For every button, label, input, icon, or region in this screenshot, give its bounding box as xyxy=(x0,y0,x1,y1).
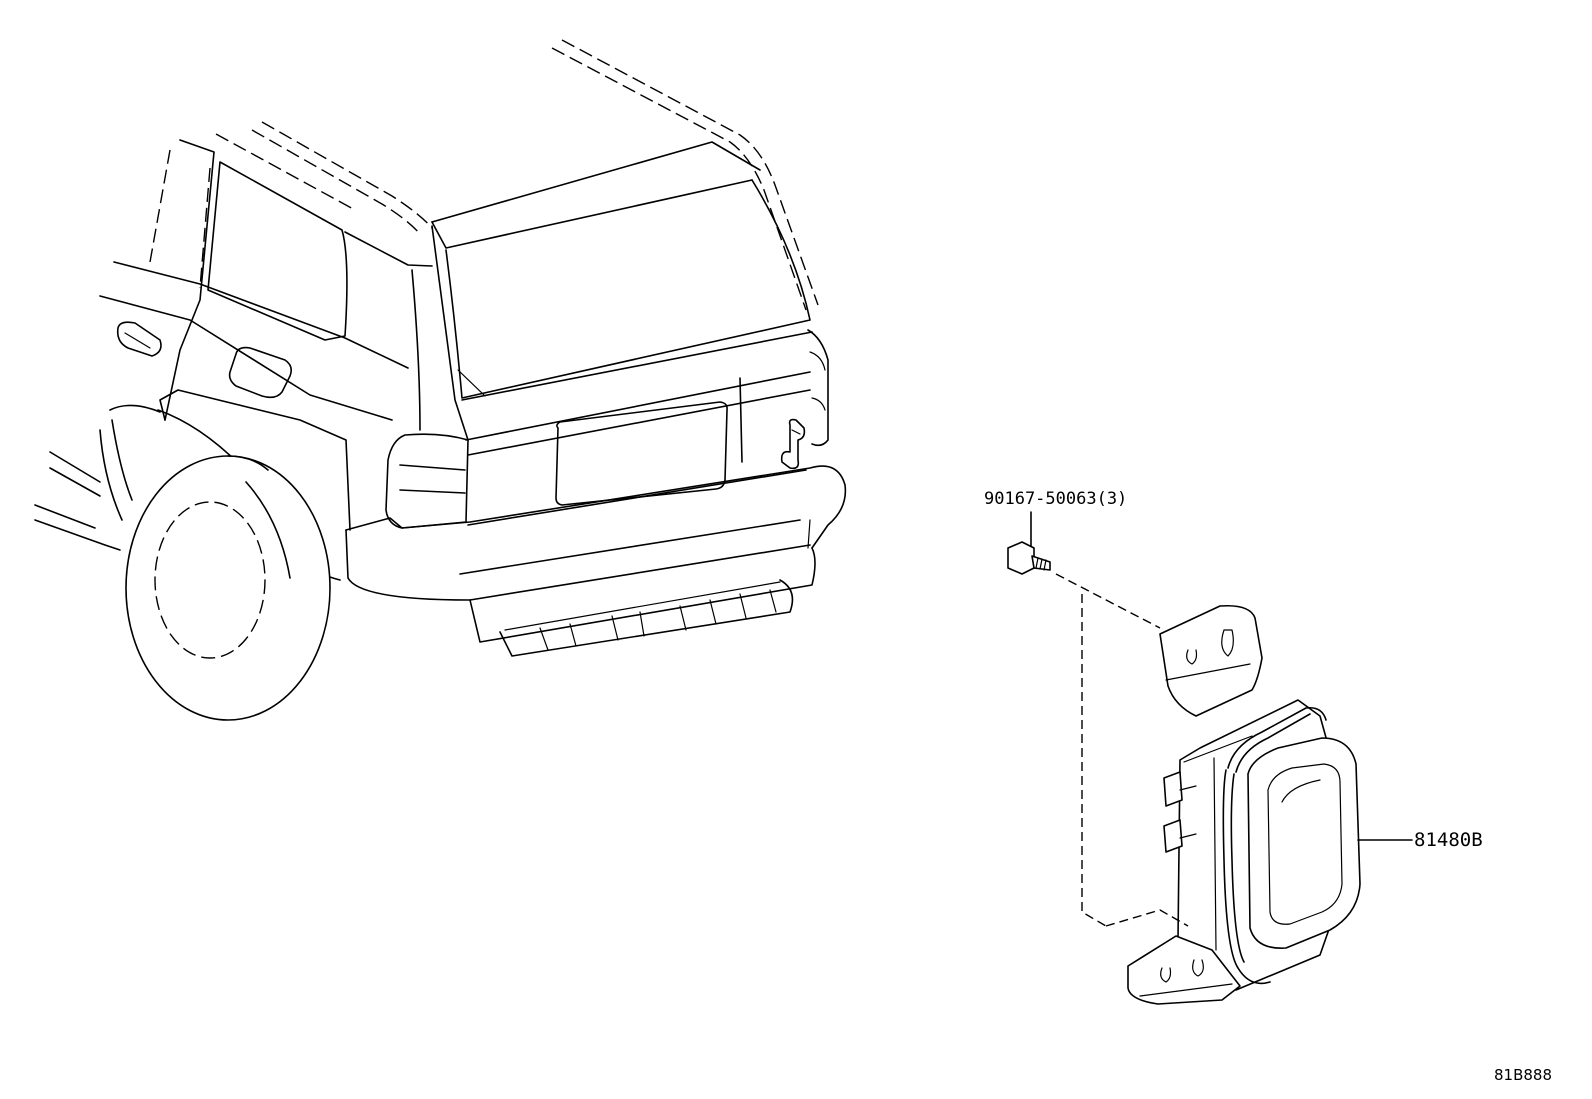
sensor-part xyxy=(1105,604,1413,1005)
part-number-label-bolt: 90167-50063(3) xyxy=(984,489,1128,509)
vehicle-illustration xyxy=(34,39,847,721)
part-number-label-sensor: 81480B xyxy=(1414,829,1483,851)
figure-code: 81B888 xyxy=(1494,1066,1553,1084)
bolt-part xyxy=(1007,511,1161,927)
